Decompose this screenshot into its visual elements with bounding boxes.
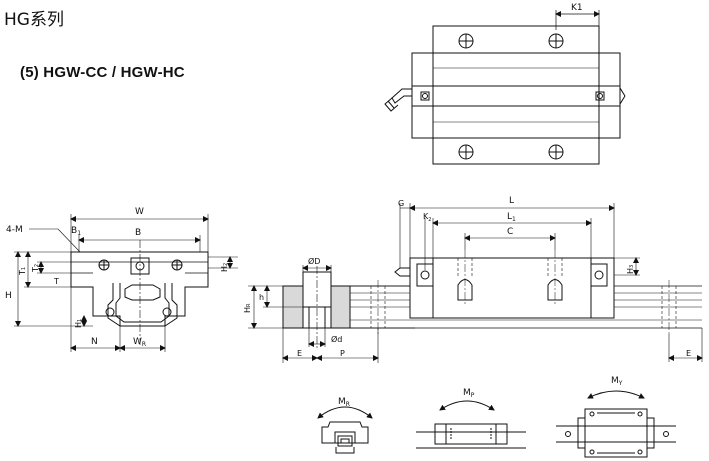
- rail-profile: [107, 283, 178, 327]
- dim-w-label: W: [135, 207, 144, 217]
- dim-h-small-label: h: [259, 293, 264, 302]
- moment-mp-label: MP: [463, 388, 475, 399]
- grease-nipple-icon: [384, 88, 412, 112]
- moment-my-icon: [556, 390, 676, 458]
- dim-k1-label: K1: [571, 3, 583, 13]
- series-title: HG系列: [4, 10, 64, 30]
- side-view: [350, 203, 703, 362]
- dim-p-label: P: [340, 349, 345, 358]
- dim-g-label: G: [398, 199, 404, 208]
- dim-l-label: L: [509, 196, 514, 206]
- dim-b1-label: B1: [71, 226, 81, 237]
- dim-k2-label: K2: [423, 212, 431, 223]
- dim-h3-label: H3: [626, 265, 635, 274]
- rail-section-view: [248, 265, 415, 363]
- dim-t1-label: T1: [18, 267, 27, 276]
- dim-od-label: ØD: [308, 256, 320, 266]
- moment-my-label: MY: [611, 376, 623, 387]
- dim-n-label: N: [91, 337, 98, 347]
- dim-l1-label: L1: [507, 212, 516, 223]
- dim-b-label: B: [135, 228, 141, 238]
- dim-h2-label: H2: [220, 263, 229, 272]
- dim-hr-label: HR: [243, 303, 252, 313]
- dim-c-label: C: [507, 227, 513, 237]
- dim-od-small-label: Ød: [331, 334, 342, 344]
- dim-t2-label: T2: [31, 264, 40, 273]
- dim-h1-label: H1: [74, 319, 83, 328]
- front-block-outline: [70, 251, 209, 327]
- dim-wr-label: WR: [133, 337, 146, 348]
- top-block-outline: [432, 25, 600, 165]
- top-mount-holes: [458, 33, 564, 160]
- moment-mr-icon: [317, 406, 373, 454]
- side-block-outline: [409, 257, 615, 319]
- dim-4m-label: 4-M: [6, 225, 23, 235]
- dim-e-right-label: E: [686, 349, 691, 358]
- moment-mp-icon: [416, 400, 526, 449]
- dim-e-label: E: [297, 349, 302, 358]
- front-view: [14, 214, 238, 352]
- dim-h-label: H: [5, 291, 12, 301]
- model-title: (5) HGW-CC / HGW-HC: [20, 64, 185, 81]
- top-view: [384, 10, 626, 165]
- dim-t-label: T: [53, 277, 59, 286]
- moment-mr-label: MR: [338, 397, 350, 408]
